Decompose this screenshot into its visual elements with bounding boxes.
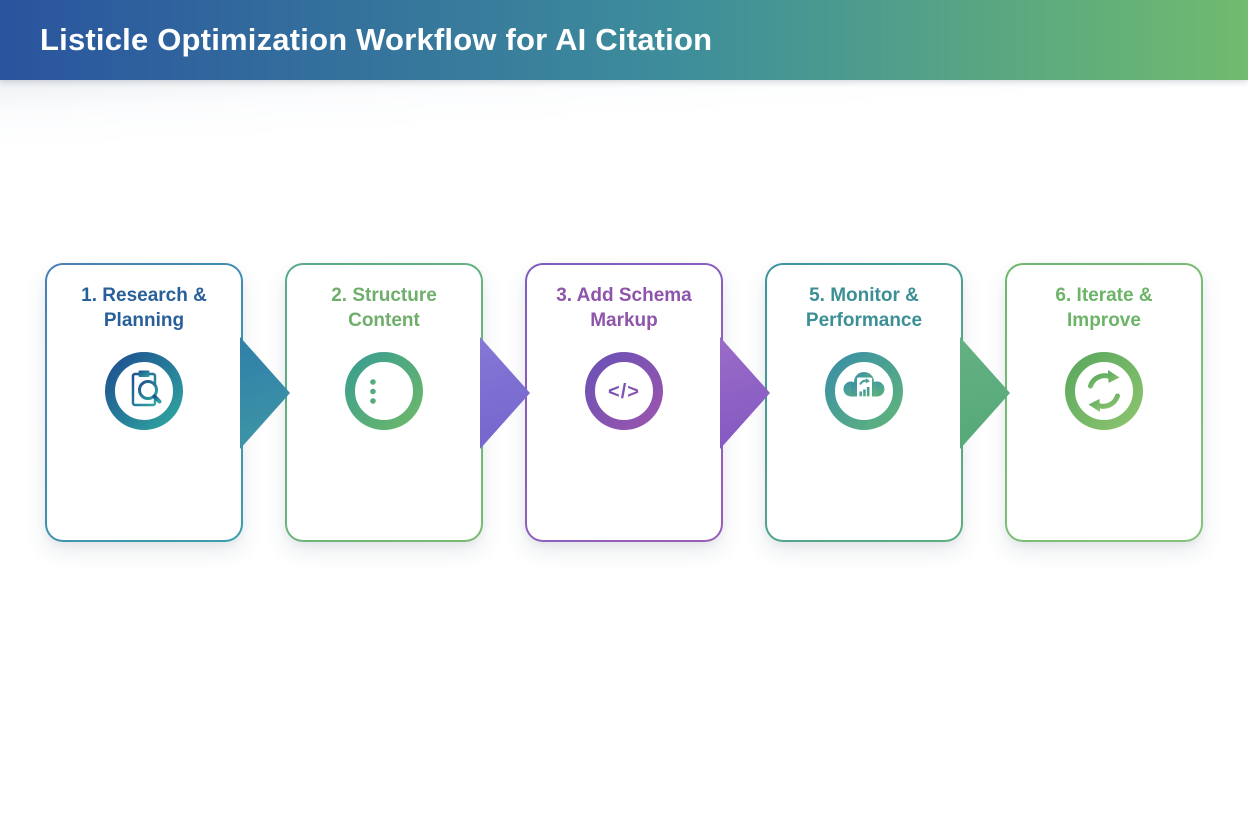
diagram-canvas: 1. Research & Planning	[0, 80, 1248, 832]
card-body: 2. Structure Content	[287, 265, 481, 540]
step-title: 6. Iterate & Improve	[1055, 285, 1153, 331]
step-title: 2. Structure Content	[331, 285, 437, 331]
flow-arrow-icon	[720, 337, 770, 449]
card-body: 6. Iterate & Improve	[1007, 265, 1201, 540]
flow-arrow-icon	[240, 337, 290, 449]
card-body: 3. Add Schema Markup </>	[527, 265, 721, 540]
code-glyph-text: </>	[608, 381, 640, 403]
refresh-icon	[1060, 347, 1148, 435]
step-title: 1. Research & Planning	[81, 285, 207, 331]
clipboard-search-icon	[100, 347, 188, 435]
step-title: 5. Monitor & Performance	[805, 285, 923, 331]
flow-arrow-icon	[960, 337, 1010, 449]
bullet-list-icon	[340, 347, 428, 435]
page-title: Listicle Optimization Workflow for AI Ci…	[40, 22, 713, 57]
step-card-schema-markup: 3. Add Schema Markup </>	[525, 263, 723, 542]
workflow-row: 1. Research & Planning	[45, 263, 1203, 542]
step-card-monitor-performance: 5. Monitor & Performance	[765, 263, 963, 542]
code-icon: </>	[580, 347, 668, 435]
step-card-research-planning: 1. Research & Planning	[45, 263, 243, 542]
card-body: 5. Monitor & Performance	[767, 265, 961, 540]
step-title: 3. Add Schema Markup	[556, 285, 692, 331]
analytics-cloud-icon	[820, 347, 908, 435]
flow-arrow-icon	[480, 337, 530, 449]
step-card-iterate-improve: 6. Iterate & Improve	[1005, 263, 1203, 542]
card-body: 1. Research & Planning	[47, 265, 241, 540]
step-card-structure-content: 2. Structure Content	[285, 263, 483, 542]
title-banner: Listicle Optimization Workflow for AI Ci…	[0, 0, 1248, 80]
